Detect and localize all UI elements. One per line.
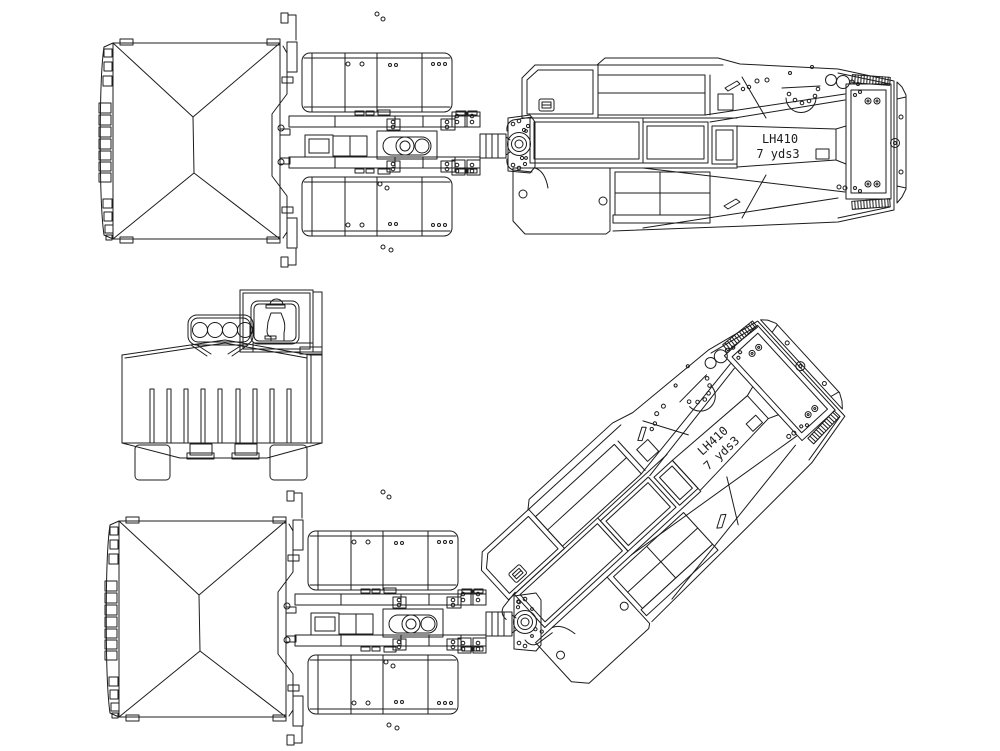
front-view-tires bbox=[134, 444, 308, 481]
headlight bbox=[237, 322, 253, 338]
side-panel bbox=[306, 353, 323, 444]
machine-front-elevation bbox=[121, 289, 323, 481]
headlight-bar bbox=[187, 314, 254, 357]
bucket-front bbox=[121, 339, 323, 460]
headlight-bar-struts bbox=[190, 344, 249, 357]
bucket-ribs bbox=[149, 388, 292, 444]
operator-figure bbox=[264, 298, 286, 342]
bucket-feet bbox=[186, 443, 260, 460]
